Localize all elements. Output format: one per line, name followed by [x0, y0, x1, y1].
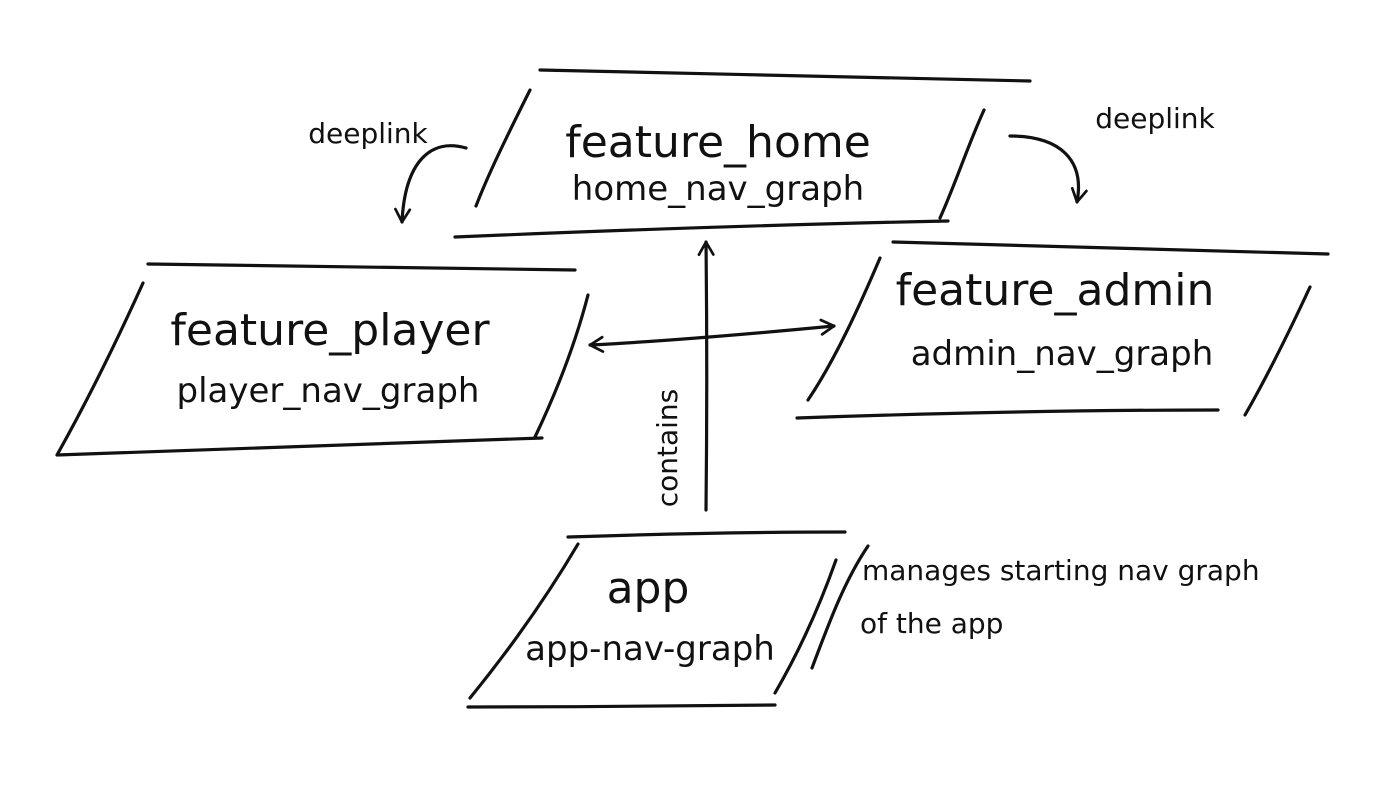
edge-contains: contains [651, 240, 715, 512]
node-app-subtitle: app-nav-graph [525, 629, 775, 669]
node-feature-player-shape [55, 262, 590, 457]
node-feature-home-title: feature_home [565, 117, 871, 168]
node-app-shape [466, 530, 847, 709]
app-note-line2: of the app [860, 607, 1003, 640]
node-feature-admin-title: feature_admin [896, 265, 1215, 316]
edge-contains-arrow [697, 240, 715, 512]
edge-deeplink-right-label: deeplink [1095, 102, 1215, 135]
node-feature-player-subtitle: player_nav_graph [177, 371, 480, 411]
app-note: manages starting nav graph of the app [810, 544, 1260, 670]
node-feature-player-title: feature_player [170, 305, 490, 356]
node-feature-admin: feature_admin admin_nav_graph [795, 240, 1330, 420]
app-note-bracket [810, 544, 870, 670]
node-feature-home-shape [453, 68, 1032, 239]
edge-deeplink-right-arrow [1008, 134, 1088, 204]
edge-deeplink-left-label: deeplink [308, 117, 428, 150]
node-feature-admin-subtitle: admin_nav_graph [911, 334, 1214, 374]
node-feature-home-subtitle: home_nav_graph [572, 169, 864, 209]
edge-contains-label: contains [651, 389, 684, 508]
node-feature-player: feature_player player_nav_graph [55, 262, 590, 457]
node-app: app app-nav-graph [466, 530, 847, 709]
edge-player-admin [588, 318, 836, 353]
node-feature-admin-shape [795, 240, 1330, 420]
node-app-title: app [607, 563, 690, 614]
node-feature-home: feature_home home_nav_graph [453, 68, 1032, 239]
edge-deeplink-left-arrow [394, 144, 468, 224]
edge-deeplink-right: deeplink [1008, 102, 1216, 204]
edge-deeplink-left: deeplink [308, 117, 468, 224]
app-note-line1: manages starting nav graph [862, 554, 1260, 587]
edge-player-admin-arrow [588, 318, 836, 353]
